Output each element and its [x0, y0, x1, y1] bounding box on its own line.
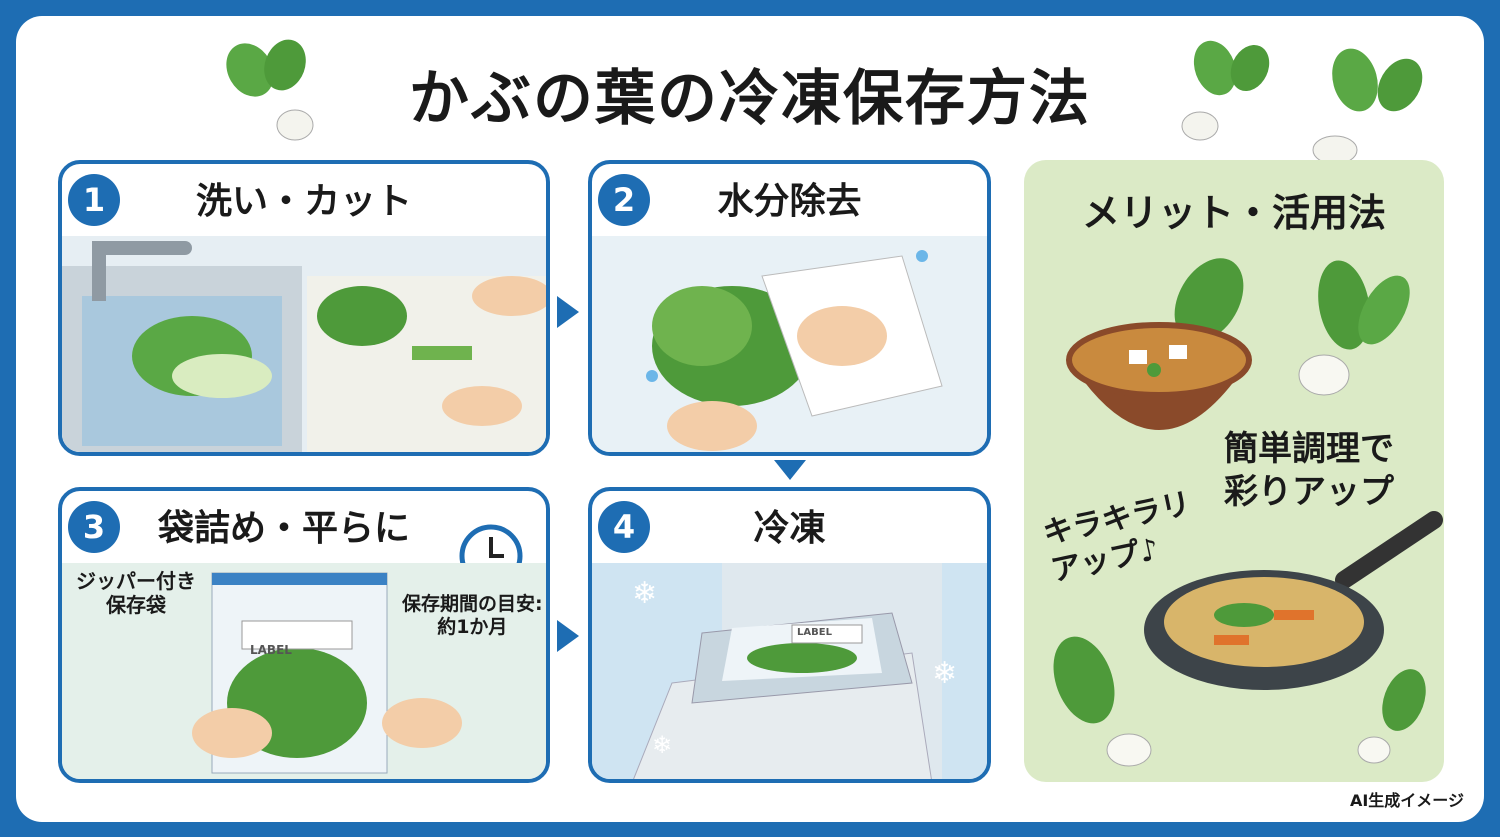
step-3-panel: 3 袋詰め・平らに LABEL ジッパー付き 保存袋 保存期間の目安: 約1か月	[58, 487, 550, 783]
step-1-panel: 1 洗い・カット	[58, 160, 550, 456]
freezer-illustration: ❄ ❄ ❄ LABEL	[592, 563, 987, 779]
svg-text:❄: ❄	[932, 656, 957, 691]
storage-period-label: 保存期間の目安: 約1か月	[402, 593, 543, 638]
step-title: 袋詰め・平らに	[157, 508, 410, 549]
turnip-icon	[1357, 669, 1426, 764]
arrow-right-icon	[557, 620, 579, 652]
bag-sticker: LABEL	[250, 643, 292, 657]
merit-caption-cooking: 簡単調理で 彩りアップ	[1224, 429, 1394, 512]
svg-text:❄: ❄	[652, 731, 672, 759]
arrow-right-icon	[557, 296, 579, 328]
svg-text:❄: ❄	[632, 576, 657, 611]
arrow-down-icon	[774, 460, 806, 480]
frying-pan-icon	[1144, 511, 1443, 690]
step-title: 洗い・カット	[195, 181, 412, 222]
step-title: 冷凍	[753, 508, 826, 549]
step-title: 水分除去	[717, 181, 862, 222]
drying-illustration	[592, 236, 987, 452]
step-number: 4	[598, 501, 650, 553]
ai-generated-note: AI生成イメージ	[1349, 791, 1464, 810]
merits-panel: メリット・活用法 簡単調理で 彩りアップ キラキラリ アップ♪	[1024, 160, 1444, 782]
merits-title: メリット・活用法	[1081, 191, 1386, 235]
turnip-icon	[1298, 260, 1410, 396]
miso-soup-bowl-icon	[1066, 258, 1252, 430]
bag-sticker: LABEL	[797, 627, 832, 638]
turnip-icon	[1312, 48, 1423, 160]
turnip-icon	[1181, 40, 1270, 141]
turnip-icon	[1053, 636, 1152, 767]
step-number: 1	[68, 174, 120, 226]
step-4-panel: 4 冷凍 ❄ ❄ ❄ LABEL	[588, 487, 991, 783]
step-2-panel: 2 水分除去	[588, 160, 991, 456]
page-title: かぶの葉の冷凍保存方法	[409, 64, 1091, 134]
turnip-icon	[226, 39, 314, 141]
bagging-illustration: LABEL ジッパー付き 保存袋 保存期間の目安: 約1か月	[62, 563, 546, 779]
step-number: 3	[68, 501, 120, 553]
step-number: 2	[598, 174, 650, 226]
zipper-bag-label: ジッパー付き 保存袋	[76, 569, 196, 617]
washing-cutting-illustration	[62, 236, 546, 452]
